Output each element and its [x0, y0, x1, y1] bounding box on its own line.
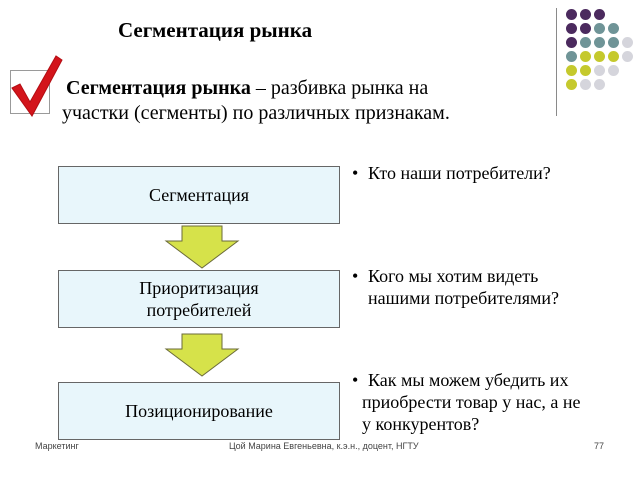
decorative-dot	[566, 51, 577, 62]
decorative-dot	[608, 51, 619, 62]
dot-grid-decoration	[566, 9, 640, 101]
bullet-marker: •	[352, 370, 359, 390]
decorative-dot	[594, 9, 605, 20]
red-checkmark-icon	[11, 55, 63, 117]
question-line: у конкурентов?	[362, 414, 480, 434]
decorative-dot	[580, 65, 591, 76]
flow-step-label: Приоритизация	[139, 278, 259, 298]
definition-line1: разбивка рынка на	[270, 77, 429, 99]
down-arrow-icon	[164, 333, 240, 377]
decorative-dot	[594, 65, 605, 76]
question-line: Как мы можем убедить их	[368, 370, 569, 390]
question-item: • Кого мы хотим видеть нашими потребителя…	[352, 265, 559, 309]
decorative-dot	[566, 23, 577, 34]
decorative-dot	[566, 65, 577, 76]
flow-step-label: Сегментация	[149, 185, 249, 205]
question-line: Кого мы хотим видеть	[368, 266, 539, 286]
divider-line	[556, 8, 557, 116]
decorative-dot	[580, 37, 591, 48]
question-line: Кто наши потребители?	[368, 163, 551, 183]
decorative-dot	[594, 23, 605, 34]
page-number: 77	[594, 441, 605, 451]
decorative-dot	[580, 9, 591, 20]
decorative-dot	[608, 65, 619, 76]
bullet-marker: •	[352, 163, 359, 183]
decorative-dot	[580, 23, 591, 34]
decorative-dot	[566, 9, 577, 20]
decorative-dot	[608, 23, 619, 34]
question-line: нашими потребителями?	[368, 288, 560, 308]
decorative-dot	[622, 37, 633, 48]
flow-step-label: потребителей	[146, 300, 252, 320]
decorative-dot	[594, 79, 605, 90]
decorative-dot	[594, 51, 605, 62]
flow-step-positioning: Позиционирование	[58, 382, 340, 440]
bullet-marker: •	[352, 266, 359, 286]
flow-step-prioritization: Приоритизация потребителей	[58, 270, 340, 328]
flow-step-segmentation: Сегментация	[58, 166, 340, 224]
flow-step-label: Позиционирование	[125, 401, 273, 421]
question-item: • Кто наши потребители?	[352, 162, 551, 184]
question-line: приобрести товар у нас, а не	[362, 392, 581, 412]
footer-author: Цой Марина Евгеньевна, к.э.н., доцент, Н…	[229, 441, 419, 451]
footer-course: Маркетинг	[35, 441, 79, 451]
definition-term: Сегментация рынка	[66, 77, 251, 99]
decorative-dot	[594, 37, 605, 48]
decorative-dot	[580, 51, 591, 62]
definition-dash: –	[250, 77, 271, 99]
decorative-dot	[566, 37, 577, 48]
decorative-dot	[622, 51, 633, 62]
definition-line2: участки (сегменты) по различных признака…	[62, 102, 450, 124]
decorative-dot	[608, 37, 619, 48]
decorative-dot	[566, 79, 577, 90]
decorative-dot	[580, 79, 591, 90]
down-arrow-icon	[164, 225, 240, 269]
definition-text: Сегментация рынка – разбивка рынка на уч…	[62, 76, 562, 126]
slide-title: Сегментация рынка	[118, 18, 313, 42]
question-item: • Как мы можем убедить их приобрести това…	[352, 369, 580, 435]
